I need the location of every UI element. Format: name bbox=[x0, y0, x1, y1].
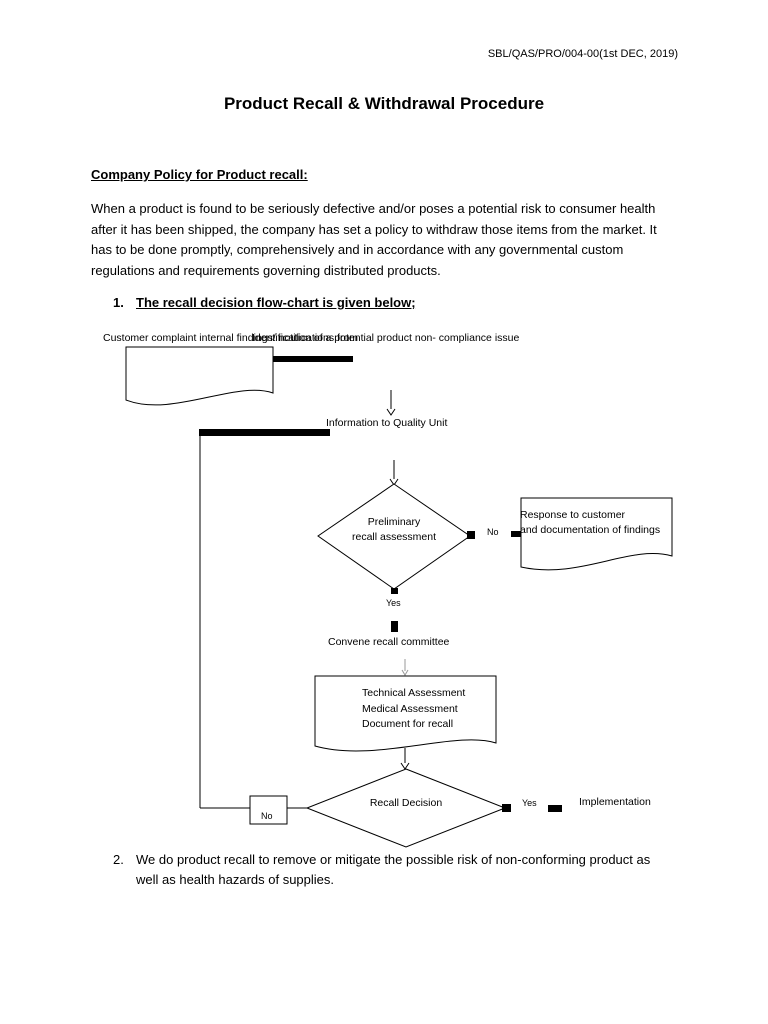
flow-preliminary-line2: recall assessment bbox=[352, 531, 436, 543]
flow-connector-node bbox=[502, 804, 511, 812]
flow-no-label-2: No bbox=[261, 811, 273, 821]
flow-arrowhead bbox=[401, 669, 409, 676]
flow-connector-bar bbox=[511, 531, 522, 537]
flow-connector-node bbox=[391, 588, 398, 594]
flow-connector-bar bbox=[548, 805, 562, 812]
flow-implementation-label: Implementation bbox=[579, 796, 651, 808]
list-item-2: 2. We do product recall to remove or mit… bbox=[113, 850, 673, 890]
flow-sources-left-label: Customer complaint internal findings/ no… bbox=[103, 332, 358, 344]
flow-assessment-document-shape bbox=[314, 675, 497, 752]
flow-arrowhead bbox=[400, 762, 410, 770]
flow-connector-bar bbox=[273, 356, 353, 362]
flow-convene-label: Convene recall committee bbox=[328, 636, 450, 648]
flow-response-document-shape bbox=[520, 497, 673, 571]
page-title: Product Recall & Withdrawal Procedure bbox=[223, 94, 545, 113]
list-item-number: 2. bbox=[113, 852, 124, 867]
list-item-text: We do product recall to remove or mitiga… bbox=[136, 852, 651, 887]
flow-no-label-1: No bbox=[487, 527, 499, 537]
flow-response-line2: and documentation of findings bbox=[520, 524, 660, 536]
list-item-1: 1. The recall decision flow-chart is giv… bbox=[113, 293, 673, 313]
flow-preliminary-line1: Preliminary bbox=[368, 516, 421, 528]
flow-connector-bar bbox=[199, 429, 330, 436]
flow-recall-decision-diamond bbox=[305, 768, 507, 848]
flow-assessment-line2: Medical Assessment bbox=[362, 703, 458, 715]
flow-yes-label-2: Yes bbox=[522, 798, 537, 808]
flow-source-document-shape bbox=[125, 346, 274, 406]
flow-assessment-line1: Technical Assessment bbox=[362, 687, 465, 699]
document-reference: SBL/QAS/PRO/004-00(1st DEC, 2019) bbox=[487, 48, 678, 60]
list-item-number: 1. bbox=[113, 295, 124, 310]
flow-recall-decision-label: Recall Decision bbox=[370, 797, 443, 809]
flow-yes-label-1: Yes bbox=[386, 598, 401, 608]
flow-info-quality-unit-label: Information to Quality Unit bbox=[326, 417, 447, 429]
flow-connector-bar bbox=[391, 621, 398, 632]
flow-response-line1: Response to customer bbox=[520, 509, 626, 521]
policy-heading: Company Policy for Product recall: bbox=[91, 167, 308, 182]
flow-arrowhead bbox=[386, 408, 396, 416]
flow-assessment-line3: Document for recall bbox=[362, 718, 453, 730]
intro-paragraph: When a product is found to be seriously … bbox=[91, 201, 657, 278]
flow-no-box bbox=[249, 795, 288, 825]
flow-connector-node bbox=[467, 531, 475, 539]
flow-sources-right-label: Identification of a potential product no… bbox=[252, 332, 519, 344]
list-item-text: The recall decision flow-chart is given … bbox=[136, 295, 416, 310]
